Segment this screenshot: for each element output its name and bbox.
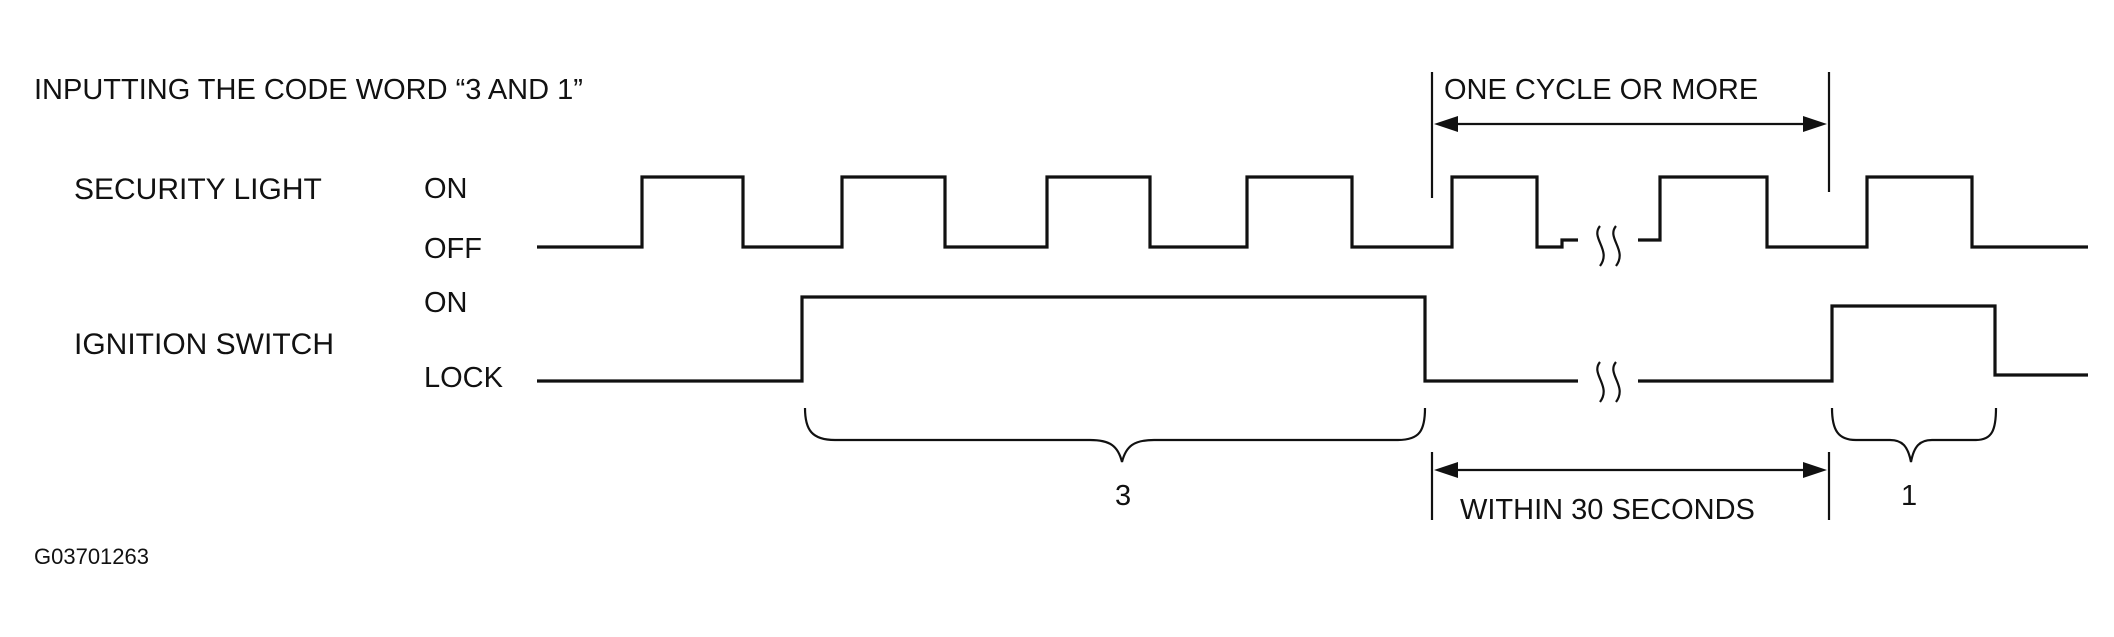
- within-right-arrowhead: [1803, 462, 1827, 478]
- ignition-switch-on-label: ON: [424, 287, 468, 319]
- within-left-arrowhead: [1434, 462, 1458, 478]
- security-light-waveform-continued: [1638, 175, 2088, 249]
- security-light-off-label: OFF: [424, 233, 482, 265]
- diagram-title: INPUTTING THE CODE WORD “3 AND 1”: [34, 74, 583, 106]
- ignition-switch-waveform-continued: [1638, 304, 2088, 383]
- figure-id: G03701263: [34, 544, 149, 569]
- ignition-switch-label: IGNITION SWITCH: [74, 328, 334, 361]
- one-cycle-left-arrowhead: [1434, 116, 1458, 132]
- within-30-seconds-label: WITHIN 30 SECONDS: [1460, 494, 1755, 526]
- count-three-label: 3: [1115, 480, 1132, 512]
- security-light-waveform: [537, 175, 1578, 249]
- count-three-brace: [803, 407, 1427, 463]
- ignition-switch-break-mark: [1596, 361, 1621, 403]
- count-one-brace: [1830, 407, 1998, 463]
- security-light-label: SECURITY LIGHT: [74, 173, 322, 206]
- security-light-on-label: ON: [424, 173, 468, 205]
- ignition-switch-lock-label: LOCK: [424, 362, 503, 394]
- one-cycle-right-arrowhead: [1803, 116, 1827, 132]
- one-cycle-label: ONE CYCLE OR MORE: [1444, 74, 1759, 106]
- security-light-break-mark: [1596, 225, 1621, 267]
- ignition-switch-waveform: [537, 295, 1578, 383]
- count-one-label: 1: [1901, 480, 1918, 512]
